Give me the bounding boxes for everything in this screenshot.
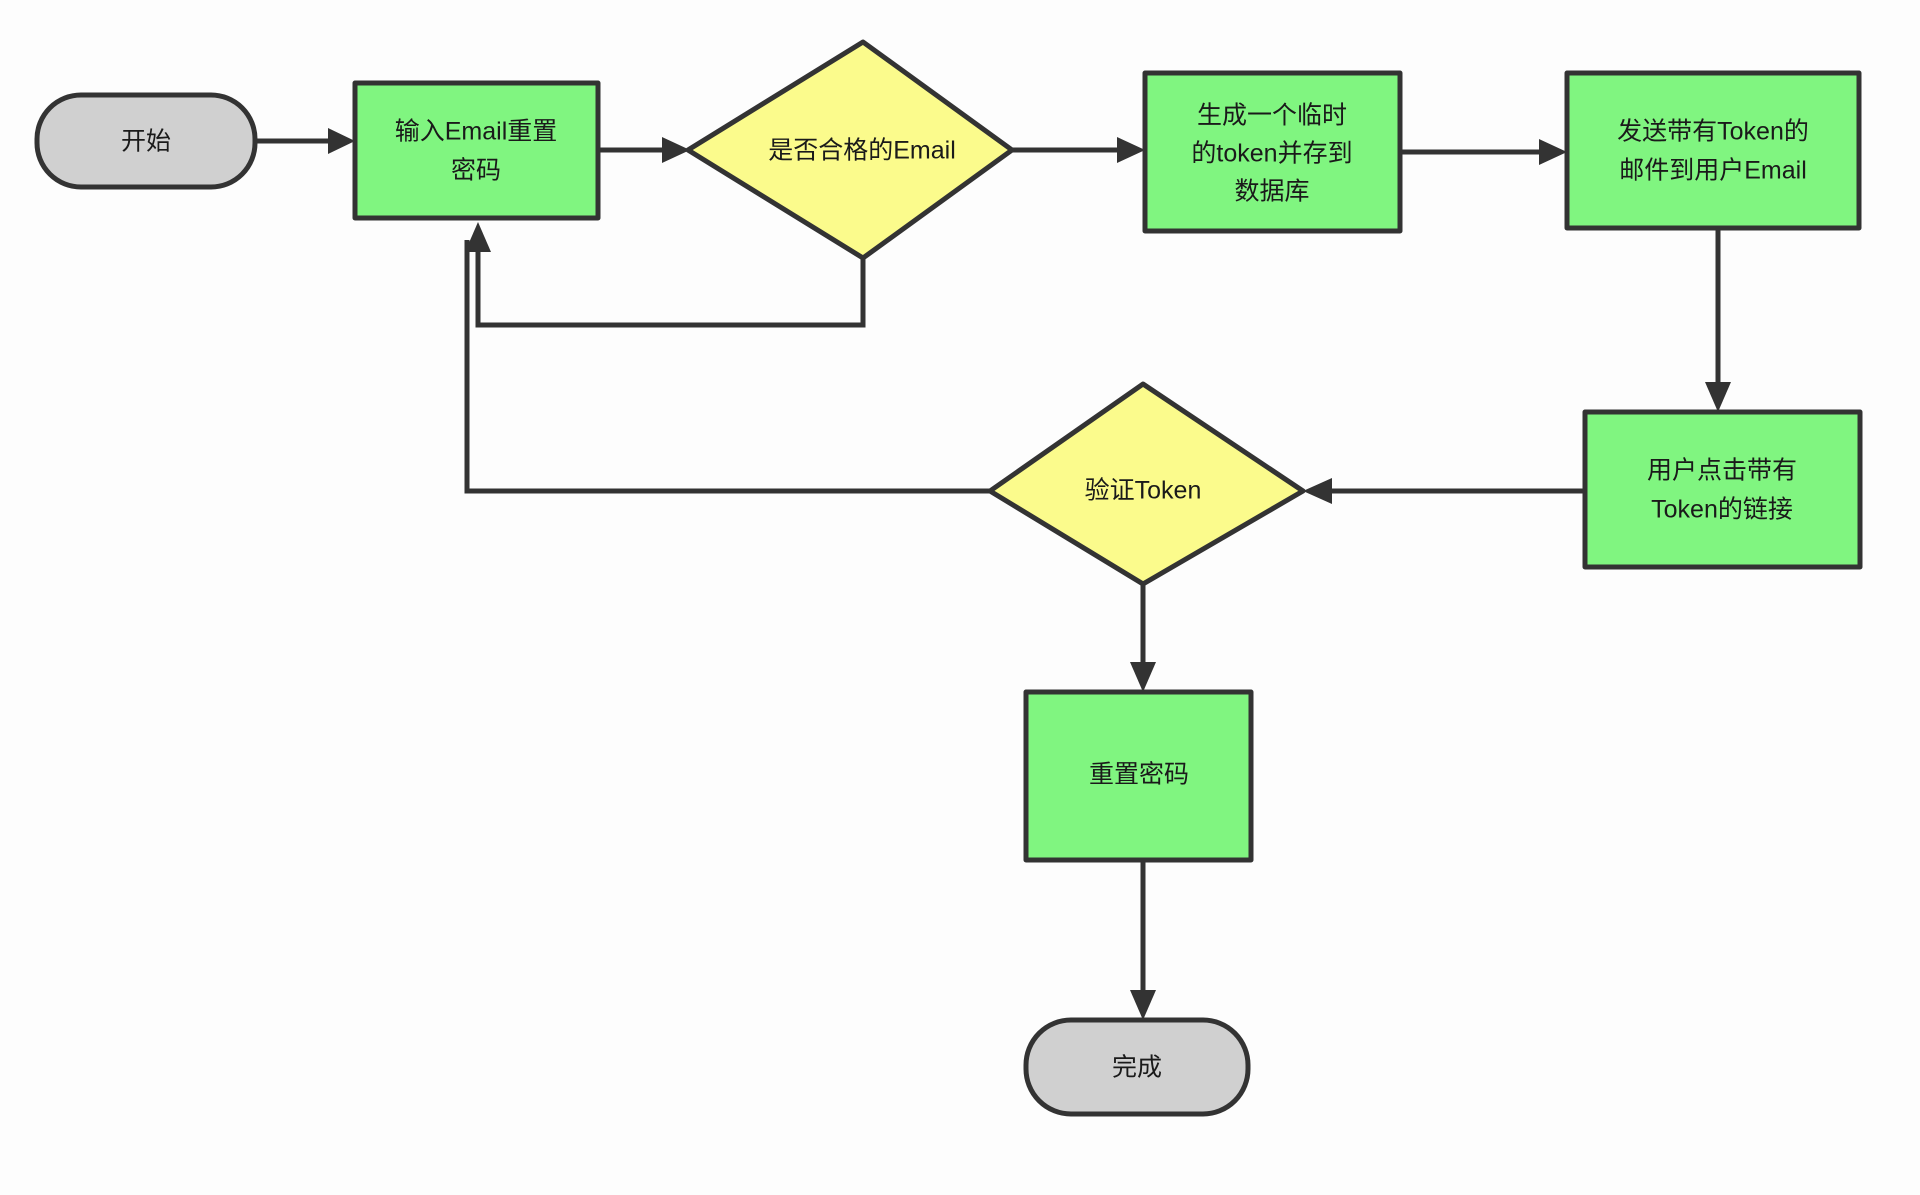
edge-send-email-to-user-click [1705,228,1731,412]
node-generate-token[interactable]: 生成一个临时 的token并存到 数据库 [1142,70,1403,234]
verify-token-label: 验证Token [1085,477,1202,505]
user-click-link-label-line1: 用户点击带有 [1647,457,1797,485]
node-verify-token[interactable]: 验证Token [987,381,1306,587]
start-shape[interactable] [34,92,258,190]
send-email-shape[interactable] [1564,70,1862,231]
verify-token-shape[interactable] [987,381,1306,587]
edge-valid-email-to-generate-token [1012,137,1145,163]
node-start[interactable]: 开始 [34,92,258,190]
edge-generate-token-to-send-email [1400,139,1567,165]
generate-token-label-line3: 数据库 [1234,178,1309,206]
user-click-link-shape[interactable] [1582,409,1863,570]
node-valid-email[interactable]: 是否合格的Email [685,39,1015,261]
finish-label: 完成 [1112,1054,1162,1082]
node-finish[interactable]: 完成 [1023,1017,1251,1117]
edge-input-to-valid-email [598,137,690,163]
valid-email-shape[interactable] [685,39,1015,261]
node-send-email[interactable]: 发送带有Token的 邮件到用户Email [1564,70,1862,231]
input-email-label-line1: 输入Email重置 [395,118,558,146]
generate-token-shape[interactable] [1142,70,1403,234]
finish-shape[interactable] [1023,1017,1251,1117]
start-label: 开始 [121,128,171,156]
edge-user-click-to-verify-token [1303,478,1585,504]
generate-token-label-line1: 生成一个临时 [1197,102,1347,130]
input-email-shape[interactable] [352,80,601,221]
input-email-label-line2: 密码 [451,157,501,185]
edge-start-to-input [255,128,355,154]
user-click-link-label-line2: Token的链接 [1651,496,1793,524]
generate-token-label-line2: 的token并存到 [1191,140,1352,168]
node-input-email[interactable]: 输入Email重置 密码 [352,80,601,221]
edge-valid-email-loopback-to-input [465,222,866,328]
send-email-label-line1: 发送带有Token的 [1617,118,1809,146]
edge-verify-token-to-reset-password [1130,584,1156,692]
node-user-click-link[interactable]: 用户点击带有 Token的链接 [1582,409,1863,570]
valid-email-label: 是否合格的Email [768,137,956,165]
send-email-label-line2: 邮件到用户Email [1619,157,1807,185]
edge-verify-token-loopback-to-input [464,240,990,494]
edge-reset-password-to-finish [1130,860,1156,1020]
reset-password-label: 重置密码 [1089,761,1189,789]
node-reset-password[interactable]: 重置密码 [1023,689,1254,863]
reset-password-shape[interactable] [1023,689,1254,863]
